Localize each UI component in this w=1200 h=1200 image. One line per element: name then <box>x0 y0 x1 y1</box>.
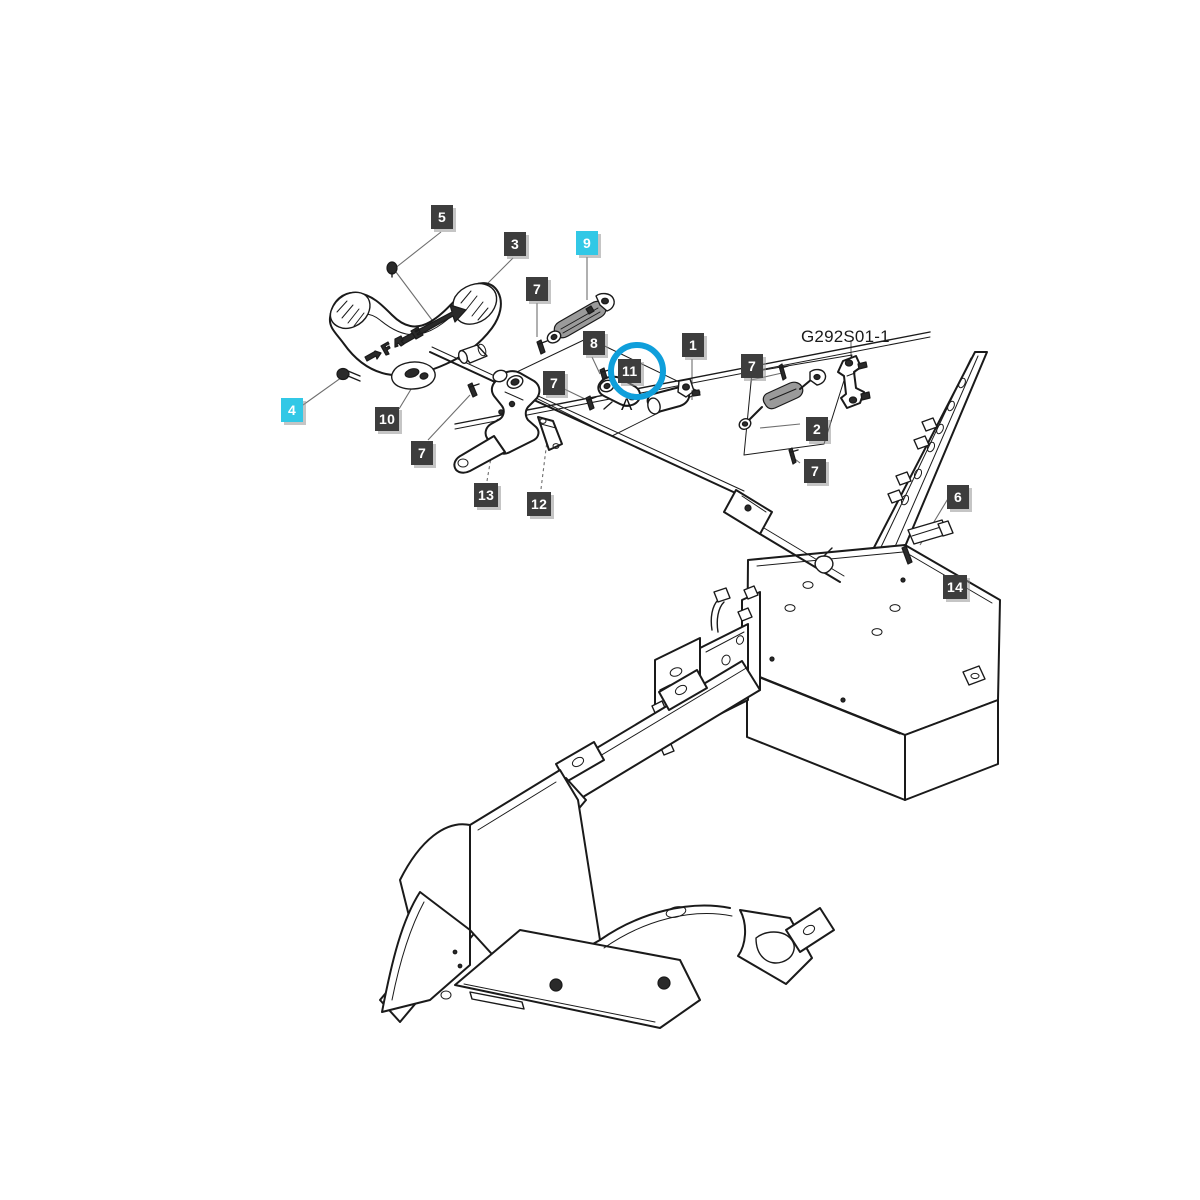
section-a-label: A <box>621 395 633 414</box>
pin-7-e <box>788 447 799 465</box>
callout-7-a[interactable]: 7 <box>526 277 548 301</box>
part-7-cotter-pins <box>467 339 799 465</box>
fwd-rev-pedal <box>328 261 502 390</box>
part-5-pivot-stud <box>386 261 398 278</box>
part-2-adjustable-rod <box>738 354 853 456</box>
callout-8[interactable]: 8 <box>583 331 605 355</box>
callout-10[interactable]: 10 <box>375 407 400 431</box>
callout-5[interactable]: 5 <box>431 205 453 229</box>
pin-7-c <box>585 395 597 411</box>
callout-14[interactable]: 14 <box>943 575 968 599</box>
lower-left-panels <box>381 769 835 1029</box>
g292s01-sub-bracket <box>837 355 871 409</box>
pin-7-d <box>467 382 480 398</box>
callout-12[interactable]: 12 <box>527 492 552 516</box>
pedal-control-shaft <box>429 343 745 497</box>
part-10-spacer <box>457 343 488 364</box>
callout-6[interactable]: 6 <box>947 485 969 509</box>
callout-3[interactable]: 3 <box>504 232 526 256</box>
part-1-rod-end <box>646 378 701 415</box>
callout-7-b[interactable]: 7 <box>741 354 763 378</box>
part-4-bolt <box>336 367 361 382</box>
highlight-ring-11 <box>608 342 666 400</box>
callout-1[interactable]: 1 <box>682 333 704 357</box>
callout-4[interactable]: 4 <box>281 398 303 422</box>
mid-frame-details <box>723 489 954 583</box>
part-code-label: G292S01-1 <box>801 327 890 346</box>
callout-11[interactable]: 11 <box>618 359 642 383</box>
pin-7-a <box>536 339 548 355</box>
part-13-linkage-bracket <box>453 369 541 474</box>
callout-7-d[interactable]: 7 <box>411 441 433 465</box>
callout-13[interactable]: 13 <box>474 483 499 507</box>
part-12-link-plate <box>537 416 563 451</box>
right-side-rail <box>859 351 988 576</box>
part-9-damper-rod <box>546 292 615 344</box>
callout-7-c[interactable]: 7 <box>543 371 565 395</box>
callout-9[interactable]: 9 <box>576 231 598 255</box>
callout-7-e[interactable]: 7 <box>804 459 826 483</box>
callout-2[interactable]: 2 <box>806 417 828 441</box>
